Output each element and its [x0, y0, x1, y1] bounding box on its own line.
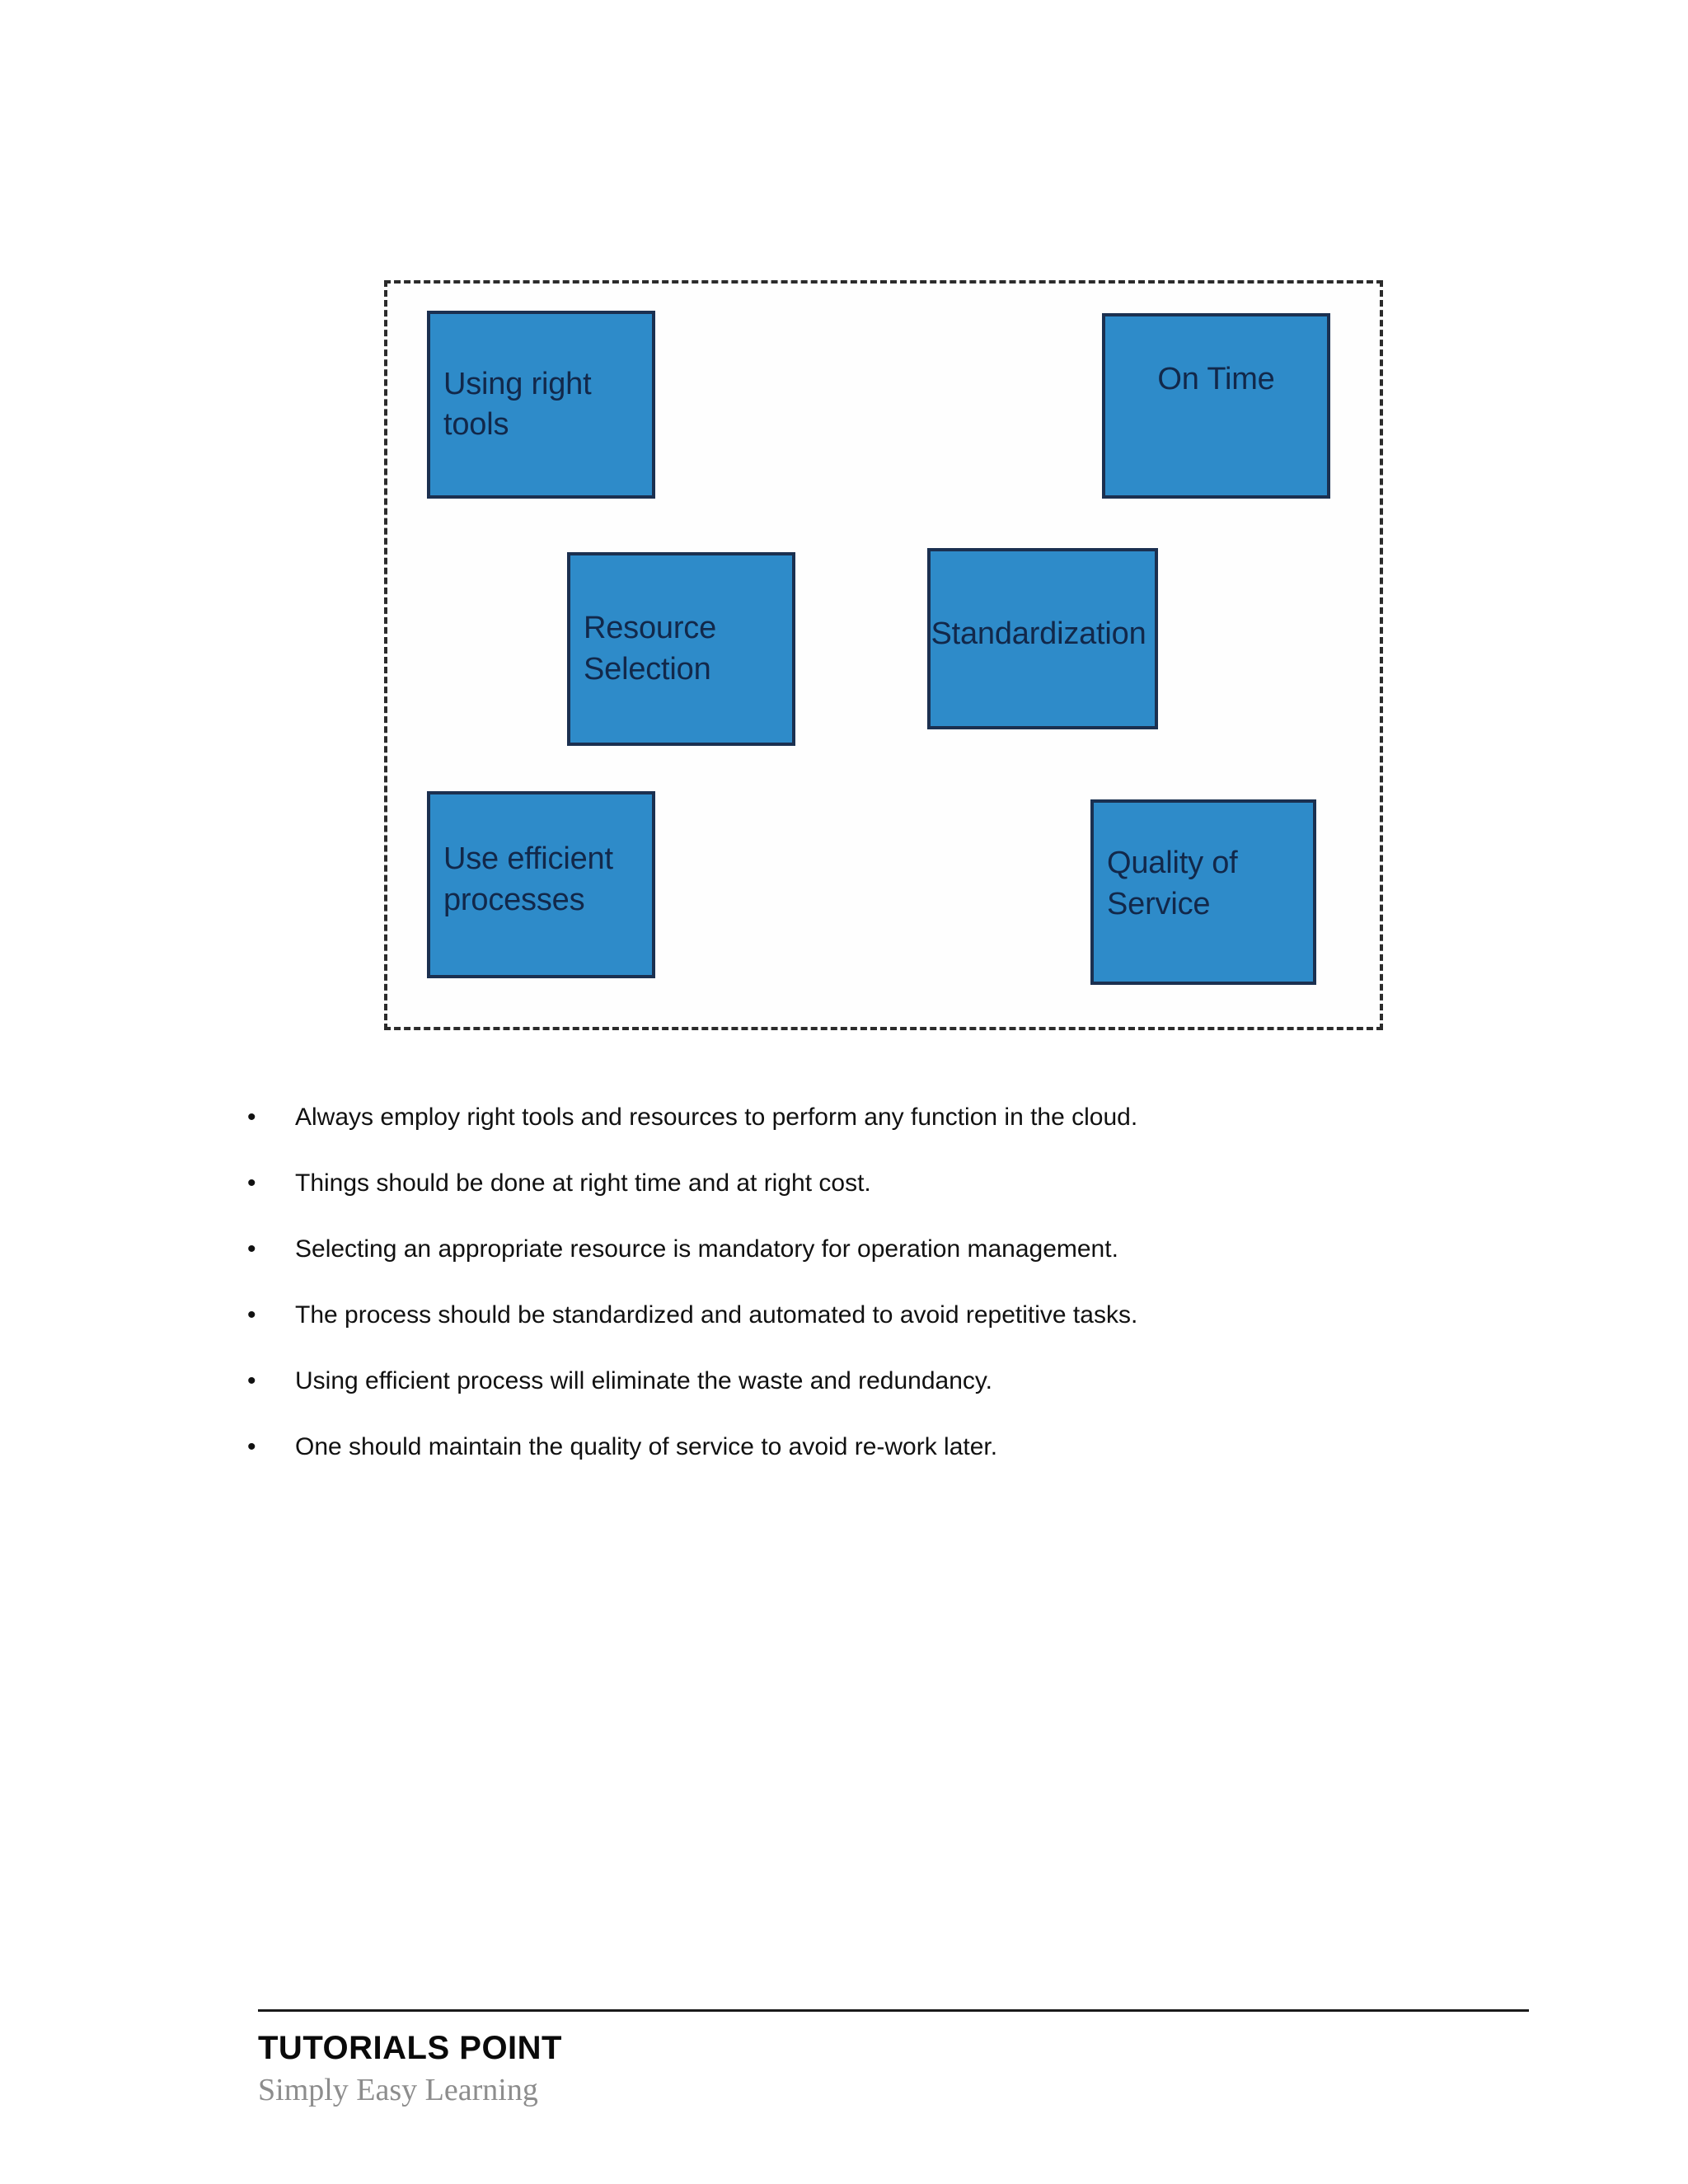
list-item-text: Using efficient process will eliminate t… — [295, 1367, 993, 1394]
diagram-node-label: Standardization — [931, 616, 1146, 652]
list-item-text: Things should be done at right time and … — [295, 1169, 871, 1197]
list-item: • Things should be done at right time an… — [0, 1151, 1688, 1216]
list-item-text: Always employ right tools and resources … — [295, 1104, 1138, 1131]
list-item-text: Selecting an appropriate resource is man… — [295, 1235, 1118, 1263]
bullet-marker-icon: • — [247, 1433, 256, 1460]
list-item: • Always employ right tools and resource… — [0, 1085, 1688, 1151]
list-item: • Using efficient process will eliminate… — [0, 1348, 1688, 1414]
list-item-text: One should maintain the quality of servi… — [295, 1433, 998, 1460]
diagram-node-standardization: Standardization — [927, 548, 1158, 729]
list-item-text: The process should be standardized and a… — [295, 1301, 1138, 1329]
footer-brand-name: TUTORIALS POINT — [258, 2030, 562, 2066]
bullet-marker-icon: • — [247, 1235, 256, 1263]
list-item: • Selecting an appropriate resource is m… — [0, 1216, 1688, 1282]
footer-divider — [258, 2009, 1529, 2012]
diagram-node-label: On Time — [1157, 361, 1275, 396]
footer-tagline: Simply Easy Learning — [258, 2073, 538, 2107]
bullet-marker-icon: • — [247, 1301, 256, 1329]
list-item: • One should maintain the quality of ser… — [0, 1414, 1688, 1480]
diagram-node-on-time: On Time — [1102, 313, 1330, 499]
bullet-marker-icon: • — [247, 1104, 256, 1131]
bullet-marker-icon: • — [247, 1367, 256, 1394]
page-footer: TUTORIALS POINT Simply Easy Learning — [258, 2009, 1529, 2108]
bullet-marker-icon: • — [247, 1169, 256, 1197]
list-item: • The process should be standardized and… — [0, 1282, 1688, 1348]
bullet-list: • Always employ right tools and resource… — [0, 1085, 1688, 1480]
